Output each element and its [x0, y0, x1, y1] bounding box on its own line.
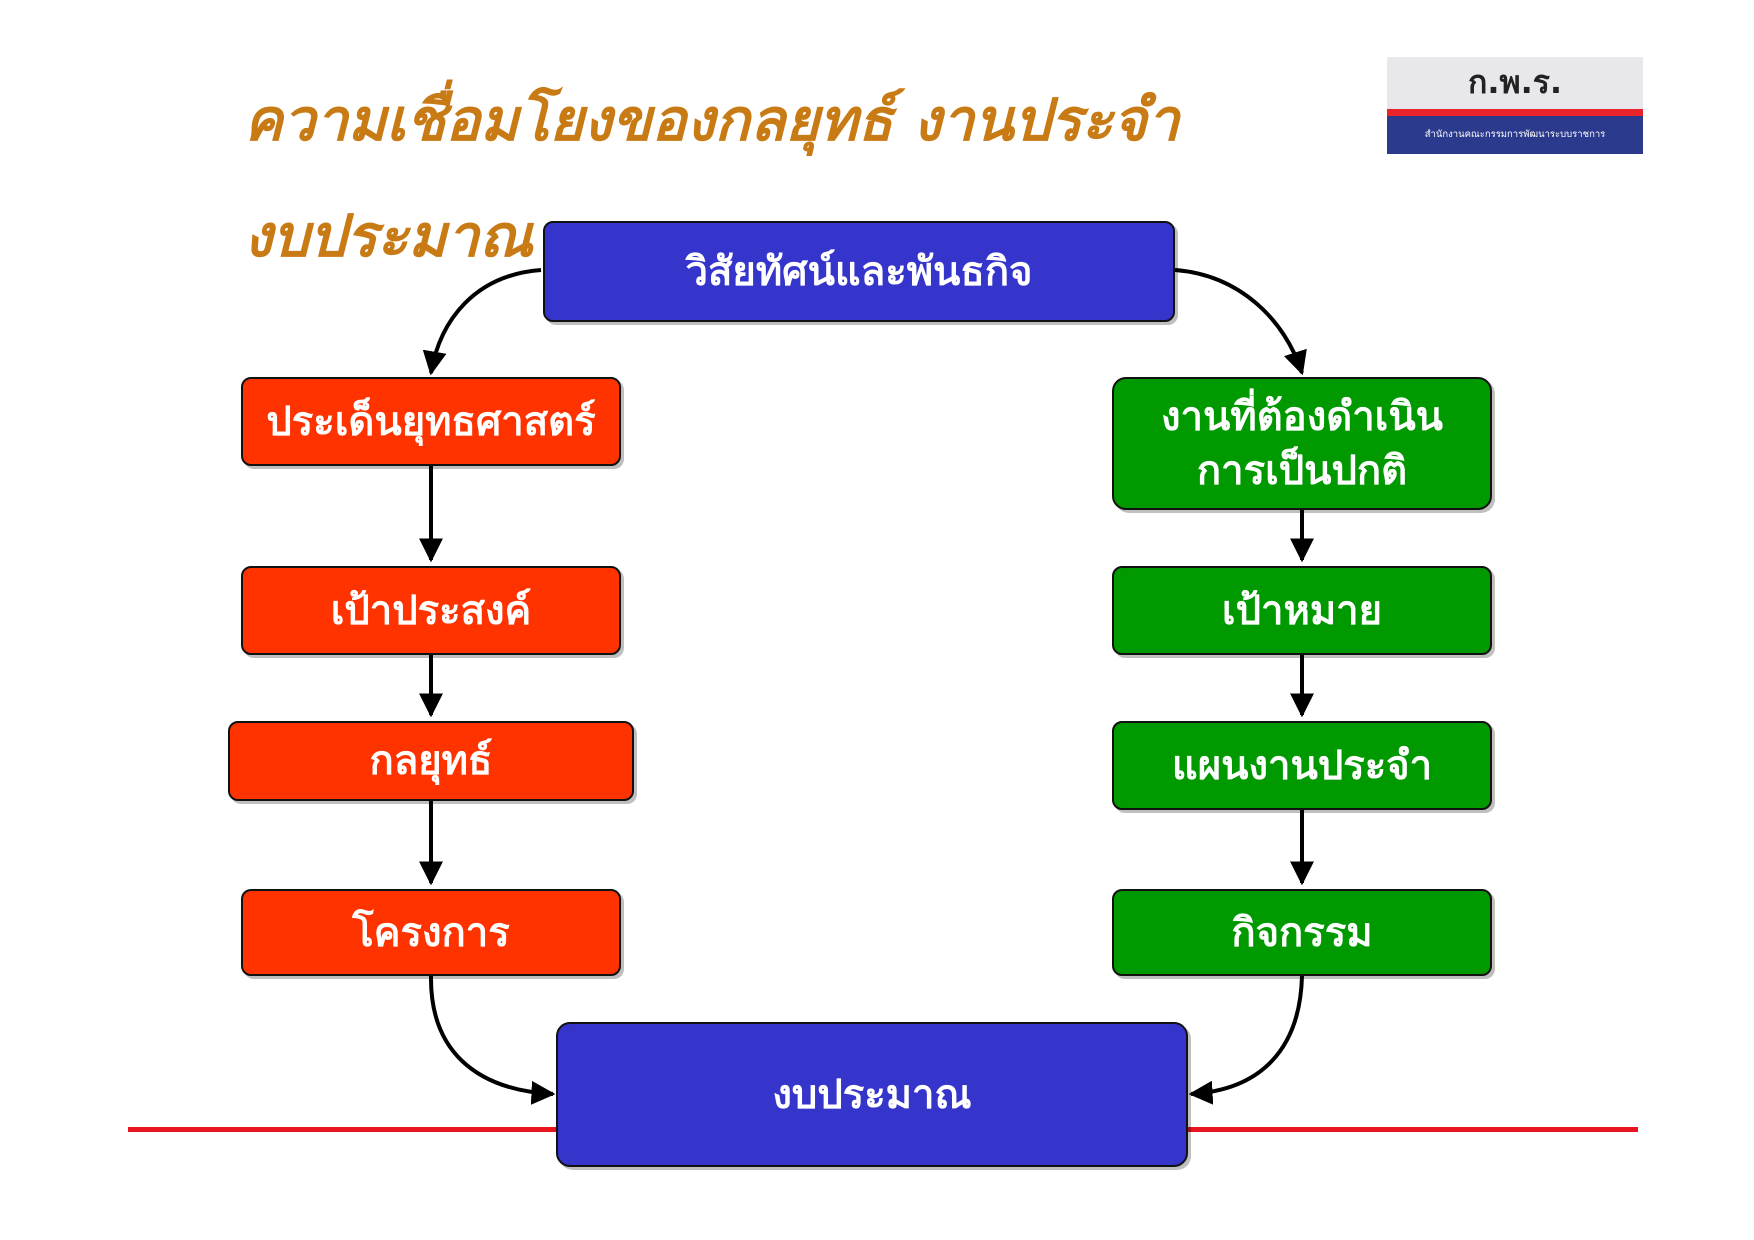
node-routine-work: งานที่ต้องดำเนินการเป็นปกติ [1112, 377, 1492, 510]
node-projects: โครงการ [241, 889, 621, 976]
node-activities: กิจกรรม [1112, 889, 1492, 976]
node-objectives: เป้าประสงค์ [241, 566, 621, 655]
page-title: ความเชื่อมโยงของกลยุทธ์ งานประจำ งบประมา… [244, 86, 1180, 270]
node-routine-plan: แผนงานประจำ [1112, 721, 1492, 810]
opdc-logo: ก.พ.ร. สำนักงานคณะกรรมการพัฒนาระบบราชการ [1387, 57, 1643, 154]
arrow-vision-to-strategic-issues [422, 268, 542, 376]
node-vision: วิสัยทัศน์และพันธกิจ [543, 221, 1175, 322]
arrow-projects-to-budget [428, 975, 556, 1105]
logo-name: ก.พ.ร. [1467, 63, 1563, 101]
arrow-activities-to-budget [1188, 975, 1304, 1105]
node-targets: เป้าหมาย [1112, 566, 1492, 655]
node-strategies: กลยุทธ์ [228, 721, 634, 801]
node-budget: งบประมาณ [556, 1022, 1188, 1167]
node-strategic-issues: ประเด็นยุทธศาสตร์ [241, 377, 621, 466]
logo-subtitle: สำนักงานคณะกรรมการพัฒนาระบบราชการ [1387, 116, 1643, 154]
arrow-vision-to-routine-work [1174, 268, 1307, 376]
logo-stripe [1387, 109, 1643, 116]
